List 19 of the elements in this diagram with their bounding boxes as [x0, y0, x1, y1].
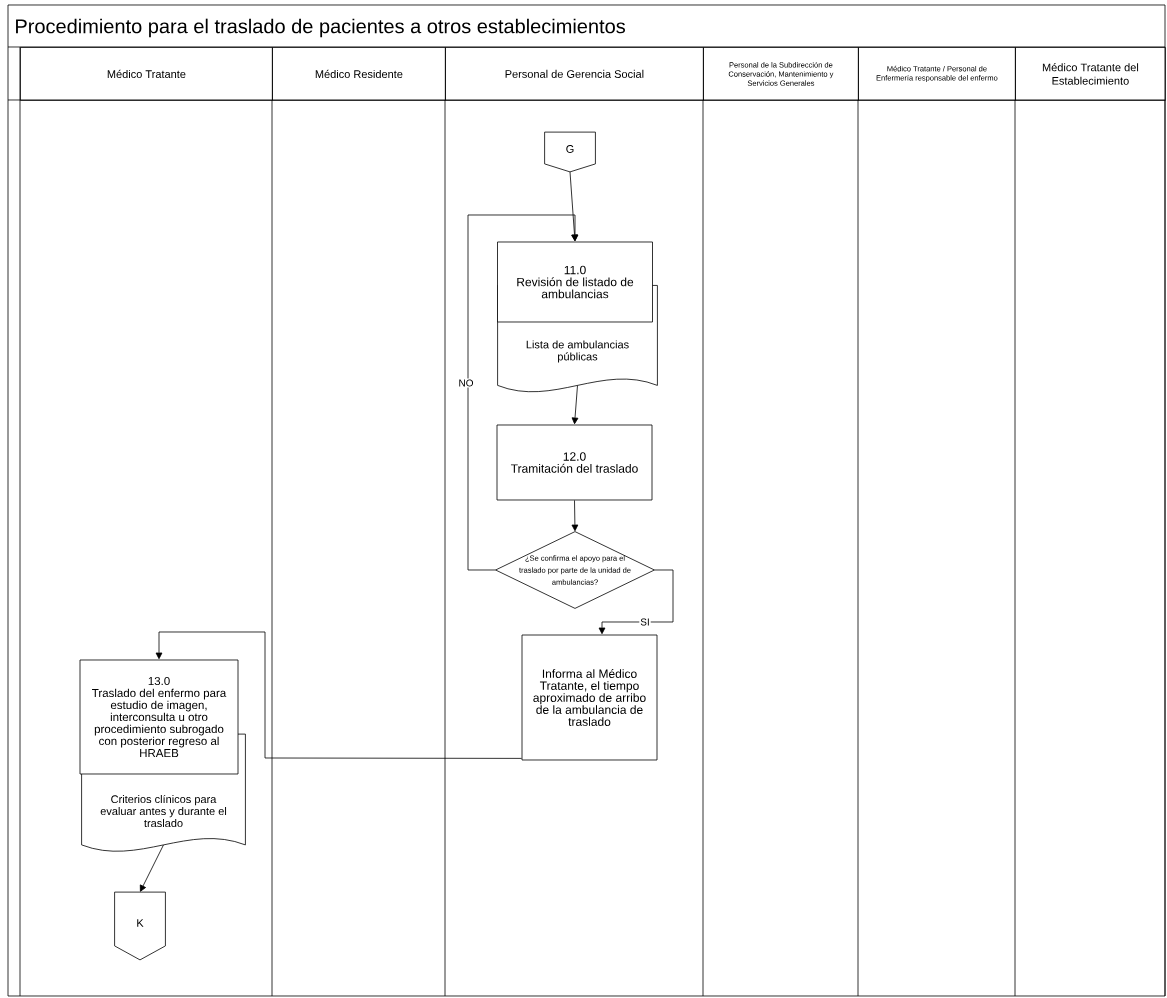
- arrow: [467, 214, 579, 571]
- process-box: 11.0 Revisión de listado de ambulancias: [497, 241, 653, 323]
- title: Procedimiento para el traslado de pacientes a otros establecimientos: [16, 18, 625, 38]
- process-box: 13.0 Traslado del enfermo para estudio de imagen, interconsulta u otro procedimiento subrogado con posterior regreso al HRAEB: [79, 659, 239, 775]
- arrow: [571, 500, 579, 532]
- lane-header: Personal de Gerencia Social: [445, 47, 704, 101]
- lane-header: Médico Tratante: [20, 47, 273, 101]
- arrow: [155, 631, 522, 759]
- arrow: [598, 569, 674, 635]
- off-page-connector: K: [114, 891, 166, 961]
- edge-label: NO: [457, 378, 475, 388]
- lane-header: Médico Tratante del Establecimiento: [1015, 47, 1166, 101]
- process-box: 12.0 Tramitación del traslado: [496, 424, 653, 501]
- arrow: [571, 385, 579, 425]
- lane-header: Médico Residente: [272, 47, 446, 101]
- arrow: [139, 844, 164, 892]
- process-box: Informa al Médico Tratante, el tiempo aproximado de arribo de la ambulancia de traslado: [521, 634, 658, 761]
- edge-label: SI: [639, 617, 651, 627]
- off-page-connector: G: [544, 131, 596, 173]
